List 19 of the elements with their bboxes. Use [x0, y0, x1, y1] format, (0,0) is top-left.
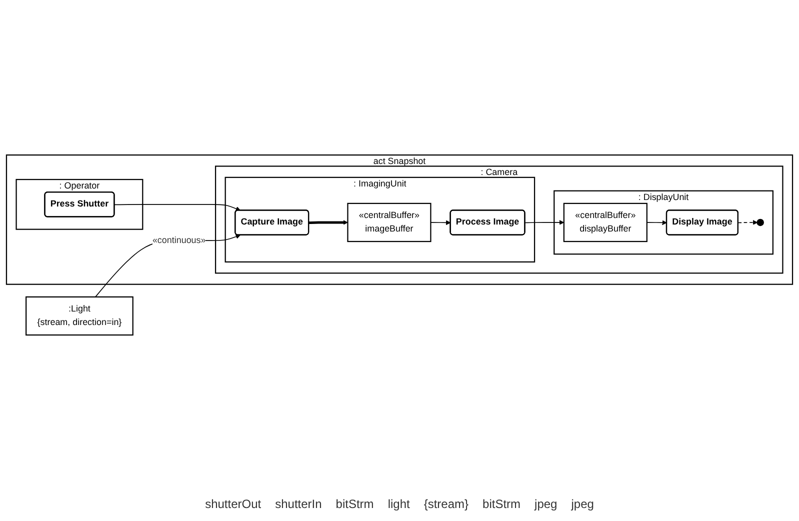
pin-label: jpeg [571, 497, 594, 511]
node-box: «centralBuffer» imageBuffer [347, 202, 432, 242]
pin-label: jpeg [534, 497, 558, 511]
node-circle [756, 218, 764, 226]
pin-label: {stream} [424, 497, 469, 511]
node-box: «centralBuffer» displayBuffer [563, 202, 648, 242]
arrow [524, 220, 564, 225]
pin-label: bitStrm [336, 497, 374, 511]
arrow [738, 220, 758, 225]
edge-label: «continuous» [152, 235, 206, 245]
node-box: :Light {stream, direction=in} [26, 296, 134, 336]
arrow [114, 204, 241, 212]
pin-label: shutterOut [205, 497, 262, 511]
pin-label: bitStrm [482, 497, 521, 511]
pin-label: light [388, 497, 410, 511]
pin-label: shutterIn [275, 497, 322, 511]
arrow [430, 220, 451, 226]
arrow [646, 220, 667, 226]
arrow [308, 220, 348, 225]
